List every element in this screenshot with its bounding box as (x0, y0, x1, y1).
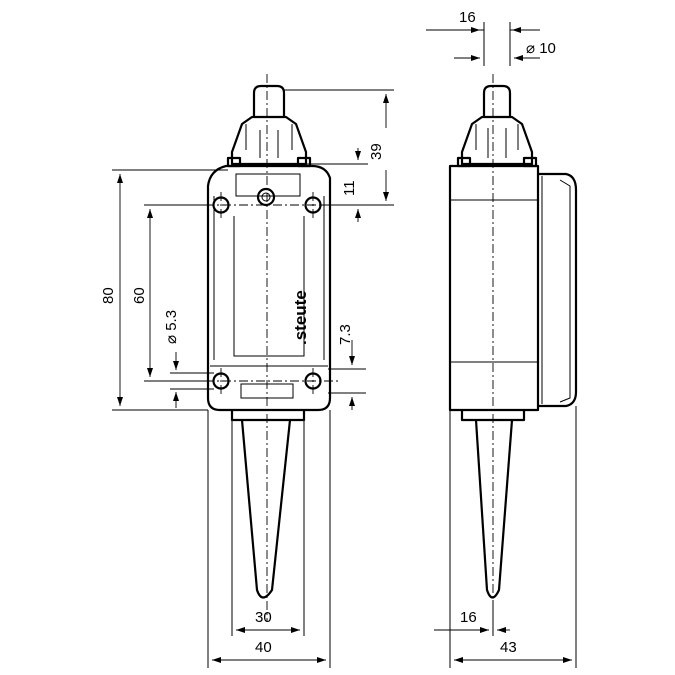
top-screw (256, 187, 276, 207)
side-plunger (482, 84, 512, 117)
front-rod-lever (240, 419, 292, 599)
front-actuator-housing (230, 115, 308, 166)
dim-height-39: 39 (368, 143, 385, 160)
side-housing (448, 164, 540, 412)
front-housing (206, 164, 332, 412)
dim-height-80: 80 (100, 287, 117, 304)
dim-hole-diameter: ⌀ 5.3 (163, 310, 180, 344)
dim-width-top: 16 (459, 9, 476, 26)
brand-label: .steute (291, 290, 310, 345)
dim-plunger-diameter: ⌀ 10 (526, 40, 556, 57)
side-actuator-housing (460, 115, 534, 166)
front-view: .steute (205, 74, 340, 622)
dim-hole-offset: 7.3 (337, 324, 354, 345)
dim-side-16: 16 (460, 609, 477, 626)
dim-height-60: 60 (131, 287, 148, 304)
dim-side-43: 43 (500, 639, 517, 656)
side-cover (538, 172, 578, 408)
front-plunger (252, 84, 286, 117)
side-rod-lever (474, 419, 514, 599)
dim-body-40: 40 (255, 639, 272, 656)
dim-lever-30: 30 (255, 609, 272, 626)
dimension-lines: 16 ⌀ 10 39 11 80 60 ⌀ 5.3 (100, 9, 577, 668)
dim-height-11: 11 (341, 180, 358, 196)
side-view (448, 74, 578, 622)
